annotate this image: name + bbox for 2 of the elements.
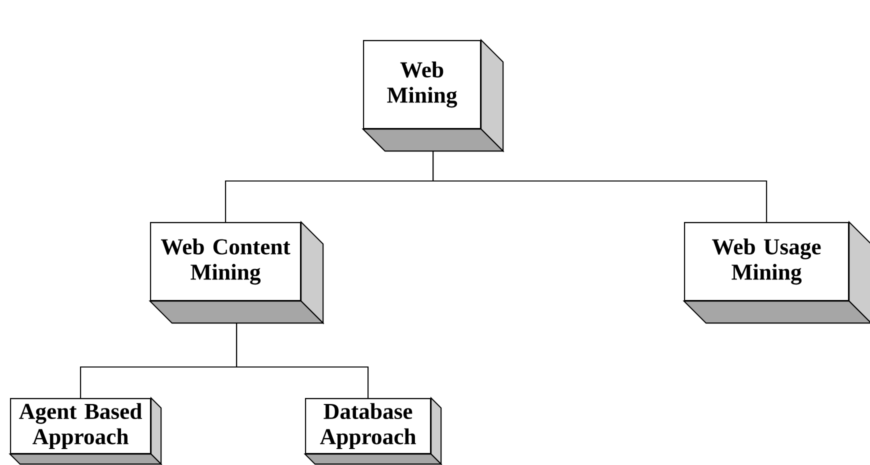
connector-line — [236, 323, 369, 398]
connector-line — [432, 151, 768, 222]
